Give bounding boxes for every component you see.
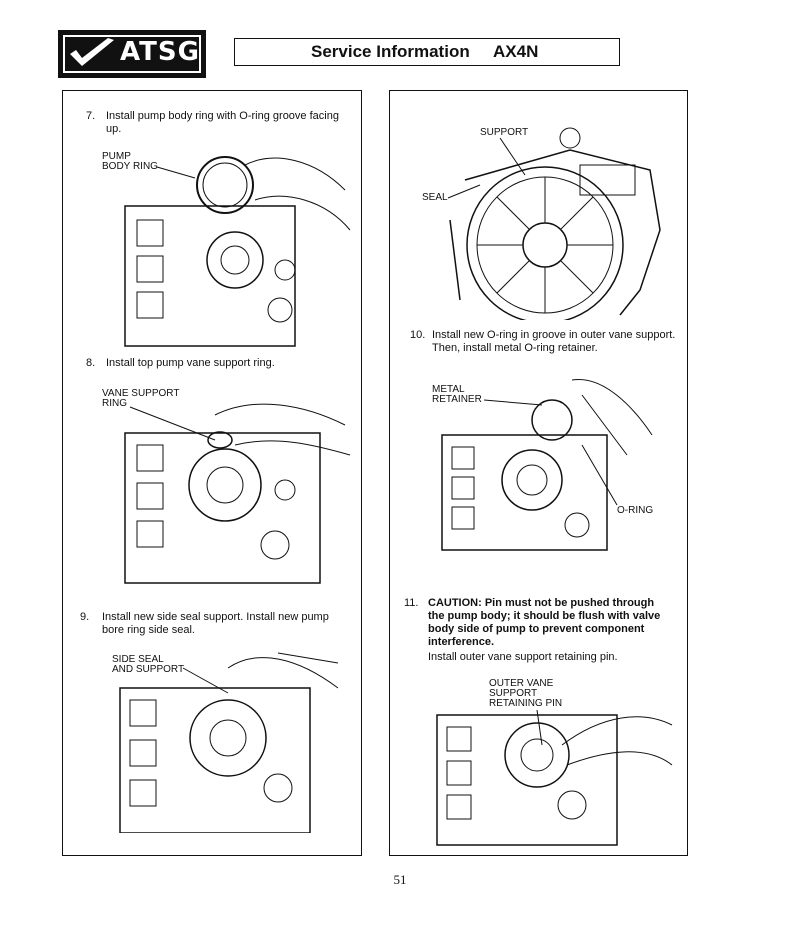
atsg-logo: ATSG (58, 30, 206, 78)
callout-seal: SEAL (422, 192, 448, 203)
step-11-text-line1: Install outer vane support retaining pin… (428, 651, 618, 663)
callout-and-support: AND SUPPORT (112, 664, 185, 675)
step-11-caution-line1: CAUTION: Pin must not be pushed through (428, 597, 655, 609)
step-7-text-line2: up. (106, 123, 122, 135)
page-number: 51 (393, 872, 407, 887)
callout-ring: RING (102, 398, 127, 409)
callout-vane-support: VANE SUPPORT (102, 388, 180, 399)
step-7-number: 7. (86, 110, 96, 122)
step-11-caution-line4: interference. (428, 636, 495, 648)
checkmark-logo-icon (70, 38, 114, 66)
callout-pump: PUMP (102, 151, 131, 162)
step-8-illustration (124, 403, 351, 584)
header-title-box: Service Information AX4N (234, 38, 620, 66)
step-8-text-line1: Install top pump vane support ring. (106, 357, 275, 369)
callout-side-seal: SIDE SEAL (112, 654, 164, 665)
left-panel (62, 90, 362, 856)
callout-o-ring: O-RING (617, 505, 654, 516)
callout-support-2: SUPPORT (489, 688, 538, 699)
step-10-number: 10. (410, 329, 426, 341)
step-9-illustration (119, 652, 339, 833)
page-title: Service Information (311, 42, 470, 61)
step-11-illustration (436, 709, 673, 846)
callout-retainer: RETAINER (432, 394, 482, 405)
step-9-text-line1: Install new side seal support. Install n… (102, 611, 329, 623)
callout-support: SUPPORT (480, 127, 529, 138)
callout-body-ring: BODY RING (102, 161, 158, 172)
step-7-illustration (124, 156, 351, 347)
step-10-text-line2: Then, install metal O-ring retainer. (432, 342, 598, 354)
step-11-caution-line2: the pump body; it should be flush with v… (428, 610, 661, 622)
step-10-illustration (441, 378, 653, 551)
step-10-detail-illustration (447, 127, 661, 320)
step-9-number: 9. (80, 611, 90, 623)
step-10-text-line1: Install new O-ring in groove in outer va… (432, 329, 676, 341)
step-11-caution-line3: body side of pump to prevent component (428, 623, 645, 635)
logo-text: ATSG (120, 37, 200, 67)
callout-outer-vane: OUTER VANE (489, 678, 554, 689)
callout-metal: METAL (432, 384, 465, 395)
model-name: AX4N (493, 42, 539, 61)
step-9-text-line2: bore ring side seal. (102, 624, 195, 636)
step-7-text-line1: Install pump body ring with O-ring groov… (106, 110, 339, 122)
step-8-number: 8. (86, 357, 96, 369)
right-panel (389, 90, 688, 856)
step-11-number: 11. (404, 597, 419, 609)
callout-retaining-pin: RETAINING PIN (489, 698, 563, 709)
